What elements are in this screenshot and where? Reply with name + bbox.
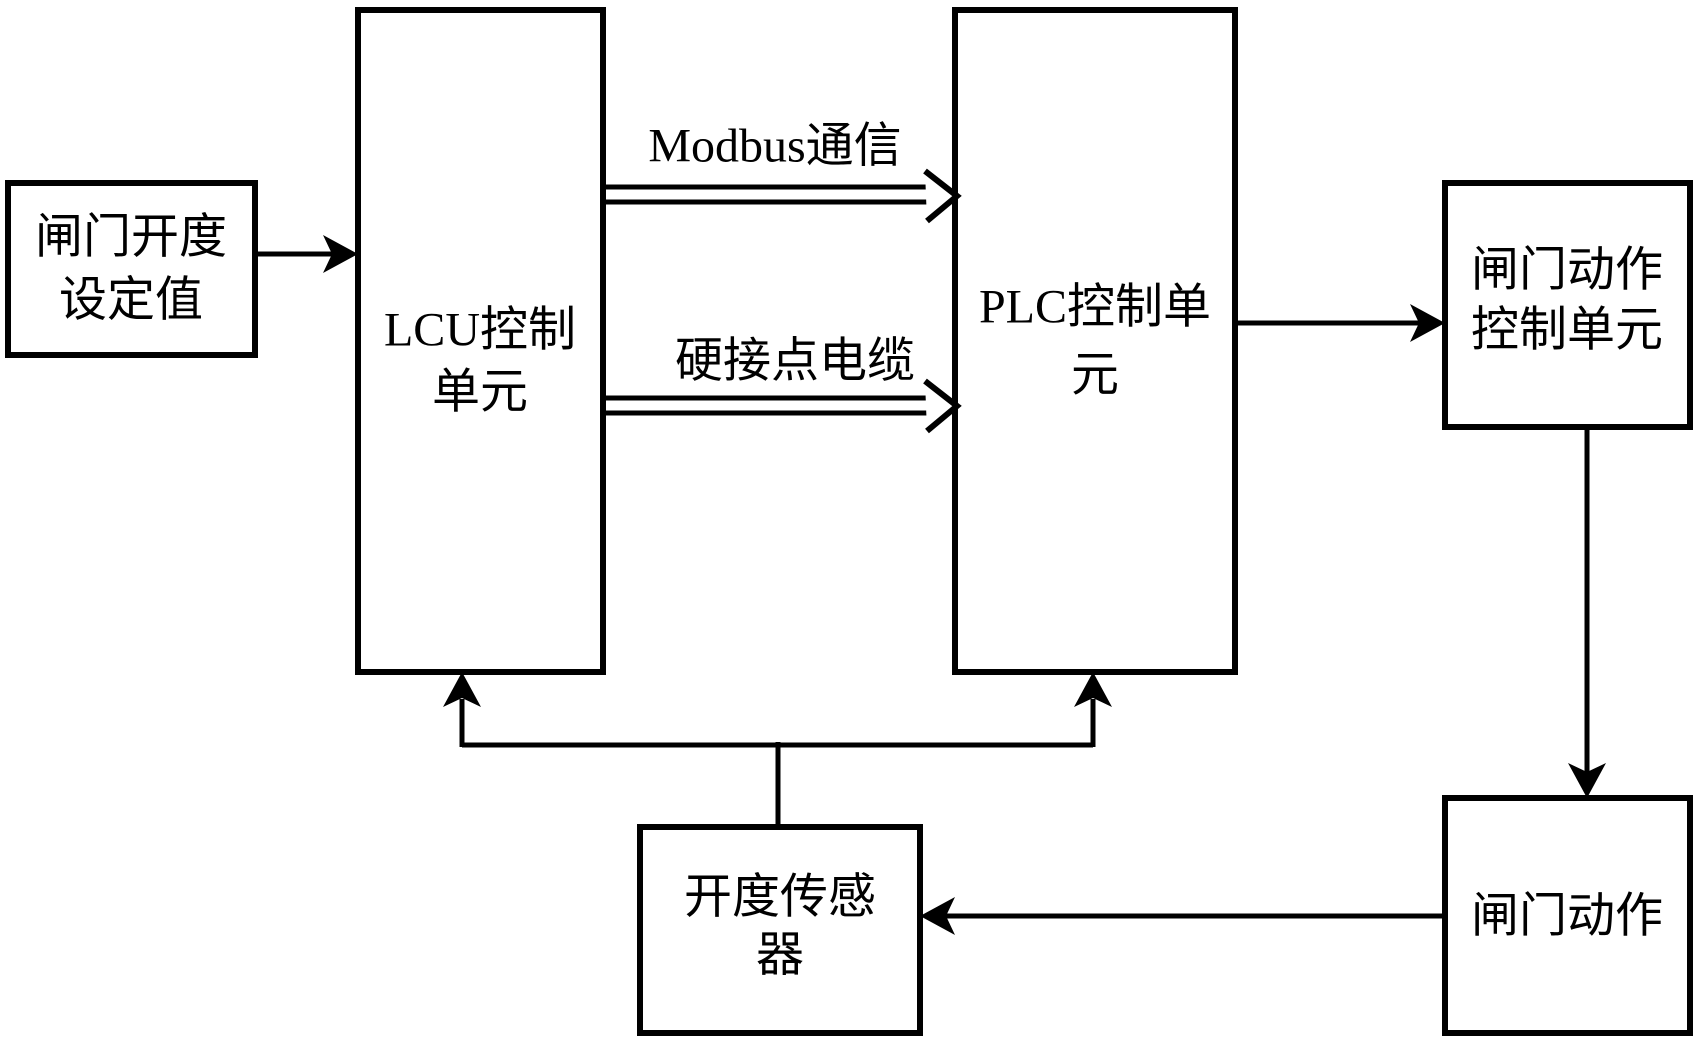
- hardwired-link-arrowhead-icon: [923, 378, 962, 434]
- setpoint-box: [5, 180, 258, 358]
- arrowhead-plc-to-gate-action-ctrl-icon: [1410, 304, 1445, 342]
- plc-label-line2: 元: [1071, 349, 1119, 402]
- plc-label-line1: PLC控制单: [979, 281, 1211, 334]
- arrowhead-feedback-plc-icon: [1074, 672, 1112, 707]
- sensor-label-line1: 开度传感: [684, 871, 876, 924]
- lcu-label-line2: 单元: [432, 366, 528, 419]
- arrowhead-feedback-lcu-icon: [443, 672, 481, 707]
- gate-action-ctrl-label-line1: 闸门动作: [1471, 244, 1663, 297]
- sensor-label-line2: 器: [756, 929, 804, 982]
- arrowhead-ctrl-to-gate-action-icon: [1568, 763, 1606, 798]
- plc-box: [952, 7, 1238, 675]
- gate-action-ctrl-box: [1442, 180, 1693, 430]
- sensor-box: [637, 824, 923, 1036]
- arrowhead-setpoint-to-lcu-icon: [323, 235, 358, 273]
- setpoint-label-line2: 设定值: [59, 274, 203, 327]
- arrowhead-gate-action-to-sensor-icon: [920, 897, 955, 935]
- gate-action-ctrl-label-line2: 控制单元: [1471, 304, 1663, 357]
- lcu-box: [355, 7, 606, 675]
- gate-action-box: [1442, 795, 1693, 1036]
- setpoint-label-line1: 闸门开度: [35, 211, 227, 264]
- modbus-link-arrowhead-icon: [923, 168, 962, 224]
- modbus-link-label: Modbus通信: [648, 120, 901, 173]
- hardwired-link-label: 硬接点电缆: [675, 335, 915, 388]
- lcu-label-line1: LCU控制: [384, 304, 576, 357]
- gate-action-label: 闸门动作: [1471, 890, 1663, 943]
